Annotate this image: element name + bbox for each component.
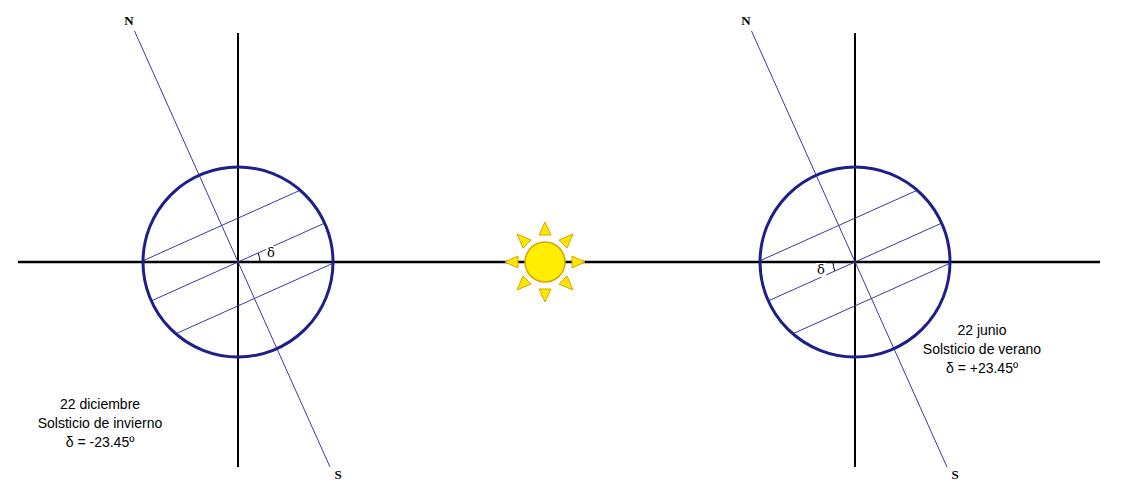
- vertical-line: [854, 33, 856, 467]
- equator-line: [768, 223, 941, 301]
- angle-arc: [833, 262, 835, 271]
- pole-label: N: [741, 12, 750, 29]
- date-label: 22 diciembre: [60, 396, 140, 413]
- earth-axis: [752, 31, 948, 467]
- date-label: 22 junio: [957, 322, 1006, 339]
- declination-label: δ = +23.45º: [946, 360, 1018, 377]
- equator-line: [151, 223, 324, 301]
- solstice-label: Solsticio de verano: [923, 341, 1041, 358]
- sun-symbol: [505, 222, 585, 302]
- angle-label: δ: [266, 246, 276, 260]
- angle-label: δ: [816, 263, 826, 277]
- angle-arc: [258, 253, 260, 262]
- pole-label: S: [334, 466, 341, 483]
- pole-label: S: [951, 466, 958, 483]
- declination-label: δ = -23.45º: [66, 434, 135, 451]
- vertical-line: [237, 33, 239, 467]
- earth-circle: [143, 167, 333, 357]
- pole-label: N: [124, 12, 133, 29]
- earth-circle: [760, 167, 950, 357]
- earth-axis: [135, 31, 331, 467]
- solstice-label: Solsticio de invierno: [38, 415, 163, 432]
